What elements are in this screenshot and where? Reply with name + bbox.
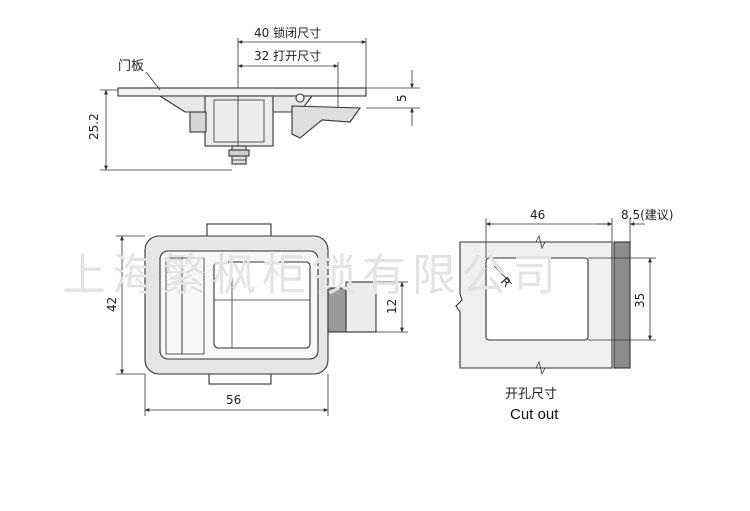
handle-paddle	[213, 261, 311, 349]
side-view: 40 锁闭尺寸 32 打开尺寸 门板 25.2 5	[87, 25, 420, 171]
height-dim-label: 25.2	[87, 113, 101, 140]
cutout-caption-en: Cut out	[510, 406, 559, 423]
door-panel-label: 门板	[118, 59, 144, 74]
cutout-height-label: 35	[633, 293, 647, 308]
front-width-label: 56	[226, 393, 241, 407]
latch-tongue	[291, 105, 362, 139]
housing-inner	[213, 99, 265, 143]
open-dim-label: 32 打开尺寸	[254, 49, 321, 63]
panel-dim-label: 8.5(建议)	[621, 208, 673, 222]
cutout-caption-cn: 开孔尺寸	[505, 387, 557, 402]
cutout-view: R 46 8.5(建议) 35 开孔尺寸 Cut out	[455, 208, 673, 423]
door-panel	[117, 87, 367, 97]
lock-housing	[204, 95, 274, 147]
thickness-dim-label: 5	[395, 94, 409, 102]
company-watermark: 上海繁枫柜锁有限公司	[62, 250, 562, 301]
front-height-label: 42	[105, 297, 119, 312]
tongue-dim-label: 12	[385, 299, 399, 314]
cutout-width-label: 46	[530, 208, 545, 222]
lock-dim-label: 40 锁闭尺寸	[254, 25, 321, 40]
cutout-opening	[485, 257, 589, 341]
pivot-pin-icon	[295, 93, 305, 103]
front-view: 42 56 12	[105, 223, 408, 416]
left-bracket	[189, 111, 207, 133]
panel-thickness-bar	[613, 241, 631, 369]
